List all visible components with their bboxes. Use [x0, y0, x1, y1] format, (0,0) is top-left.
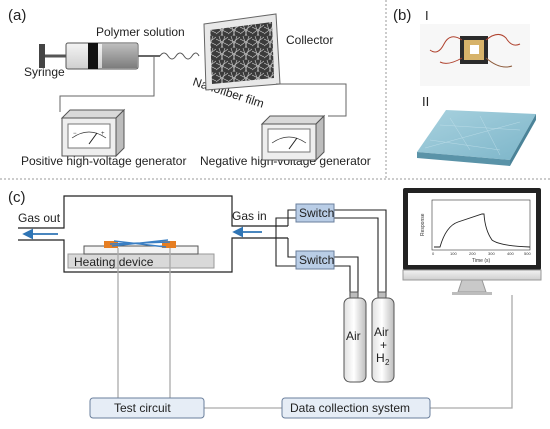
- data-collection-label: Data collection system: [290, 401, 410, 415]
- positive-generator: [60, 108, 126, 158]
- monitor-plot-xlabel: Time (s): [472, 258, 490, 264]
- cylinder-mix-line1: Air: [374, 325, 389, 339]
- panel-a-label: (a): [8, 7, 26, 24]
- monitor-plot-xtick-3: 300: [488, 251, 495, 256]
- panel-c-label: (c): [8, 189, 26, 206]
- gas-in-label: Gas in: [232, 209, 267, 223]
- heating-device-label: Heating device: [74, 255, 154, 269]
- nanofiber-bridge: [109, 239, 171, 248]
- positive-generator-label: Positive high-voltage generator: [21, 154, 186, 168]
- negative-generator-label: Negative high-voltage generator: [200, 154, 371, 168]
- cylinder-mix-line2: +: [380, 338, 387, 352]
- monitor-plot-xtick-2: 200: [469, 251, 476, 256]
- monitor: [402, 188, 542, 295]
- wire-sensor-left: [90, 248, 119, 401]
- monitor-plot-xtick-4: 400: [507, 251, 514, 256]
- monitor-plot-xtick-5: 500: [524, 251, 531, 256]
- gauge-plus-sign: +: [101, 131, 105, 137]
- gauge-minus-sign: −: [73, 131, 77, 137]
- test-chamber: [18, 195, 288, 273]
- cylinder-air-label: Air: [346, 329, 361, 343]
- polymer-solution-label: Polymer solution: [96, 25, 185, 39]
- cylinder-mix-line3: H: [376, 351, 385, 365]
- electrospinning-jet: [159, 52, 200, 60]
- switch-top: [295, 203, 335, 223]
- switch-top-label: Switch: [299, 206, 334, 220]
- test-circuit-label: Test circuit: [114, 401, 171, 415]
- switch-bottom: [295, 250, 335, 270]
- wire-daq-to-monitor: [430, 295, 513, 409]
- wire-negative: [276, 83, 347, 117]
- data-collection-box: [281, 397, 431, 419]
- gas-lines: [275, 209, 387, 296]
- cylinder-air-h2: [371, 291, 395, 383]
- monitor-plot-xtick-1: 100: [450, 251, 457, 256]
- wire-positive: [59, 56, 155, 112]
- photo-i-label: I: [425, 8, 429, 23]
- collector: [203, 13, 281, 91]
- collector-label: Collector: [286, 33, 333, 47]
- sensor-substrate: [83, 245, 199, 255]
- monitor-plot-ylabel: Response: [420, 213, 426, 236]
- sensor-chip-photo: [420, 24, 530, 86]
- monitor-plot-xtick-0: 0: [432, 251, 435, 256]
- negative-generator: [260, 114, 326, 162]
- test-circuit-box: [89, 397, 205, 419]
- cylinder-air: [343, 291, 367, 383]
- gas-out-label: Gas out: [18, 211, 61, 225]
- switch-bottom-label: Switch: [299, 253, 334, 267]
- cylinder-mix-subscript: 2: [385, 358, 390, 367]
- monitor-plot: [431, 199, 531, 251]
- panel-b-label: (b): [393, 7, 411, 24]
- photo-ii-label: II: [422, 94, 429, 109]
- syringe: [39, 42, 160, 70]
- syringe-label: Syringe: [24, 65, 65, 79]
- electrode-right: [162, 241, 176, 248]
- nanofiber-film-photo: [417, 110, 536, 166]
